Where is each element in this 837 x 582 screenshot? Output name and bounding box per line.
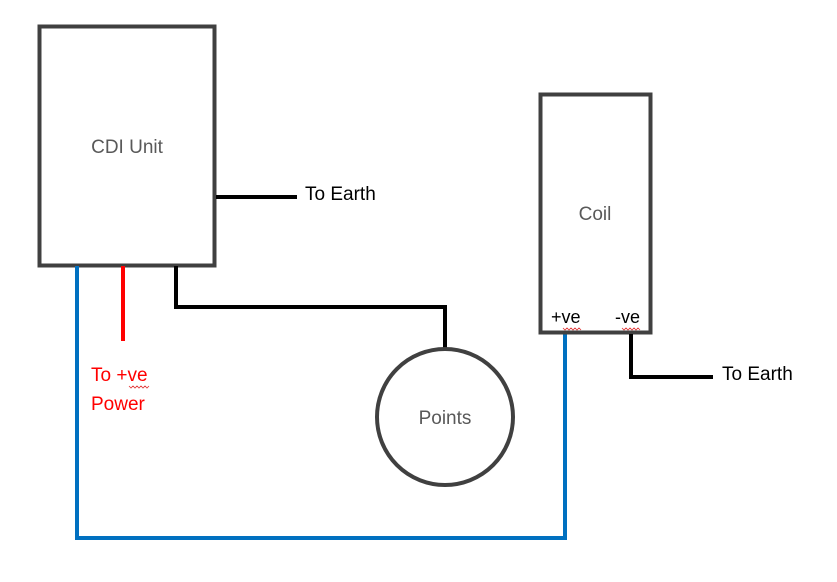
cdi-unit-label: CDI Unit (91, 137, 164, 158)
coil-label: Coil (579, 204, 612, 225)
spell-squiggle (562, 327, 582, 331)
coil-box (538, 92, 653, 335)
coil-positive-terminal-label: +ve (551, 307, 581, 327)
power-label-line1: To +ve (91, 365, 148, 386)
spell-squiggle (621, 327, 641, 331)
coil-earth-wire (629, 334, 713, 379)
points-circle (375, 347, 515, 487)
cdi-earth-label: To Earth (305, 184, 376, 205)
points-label: Points (419, 408, 472, 429)
spell-squiggle (128, 385, 150, 389)
points-wire (174, 266, 447, 350)
cdi-unit-box (37, 24, 217, 268)
coil-earth-label: To Earth (722, 364, 793, 385)
power-label-line2: Power (91, 394, 146, 415)
coil-negative-terminal-label: -ve (615, 307, 640, 327)
coil-positive-wire (75, 266, 567, 540)
